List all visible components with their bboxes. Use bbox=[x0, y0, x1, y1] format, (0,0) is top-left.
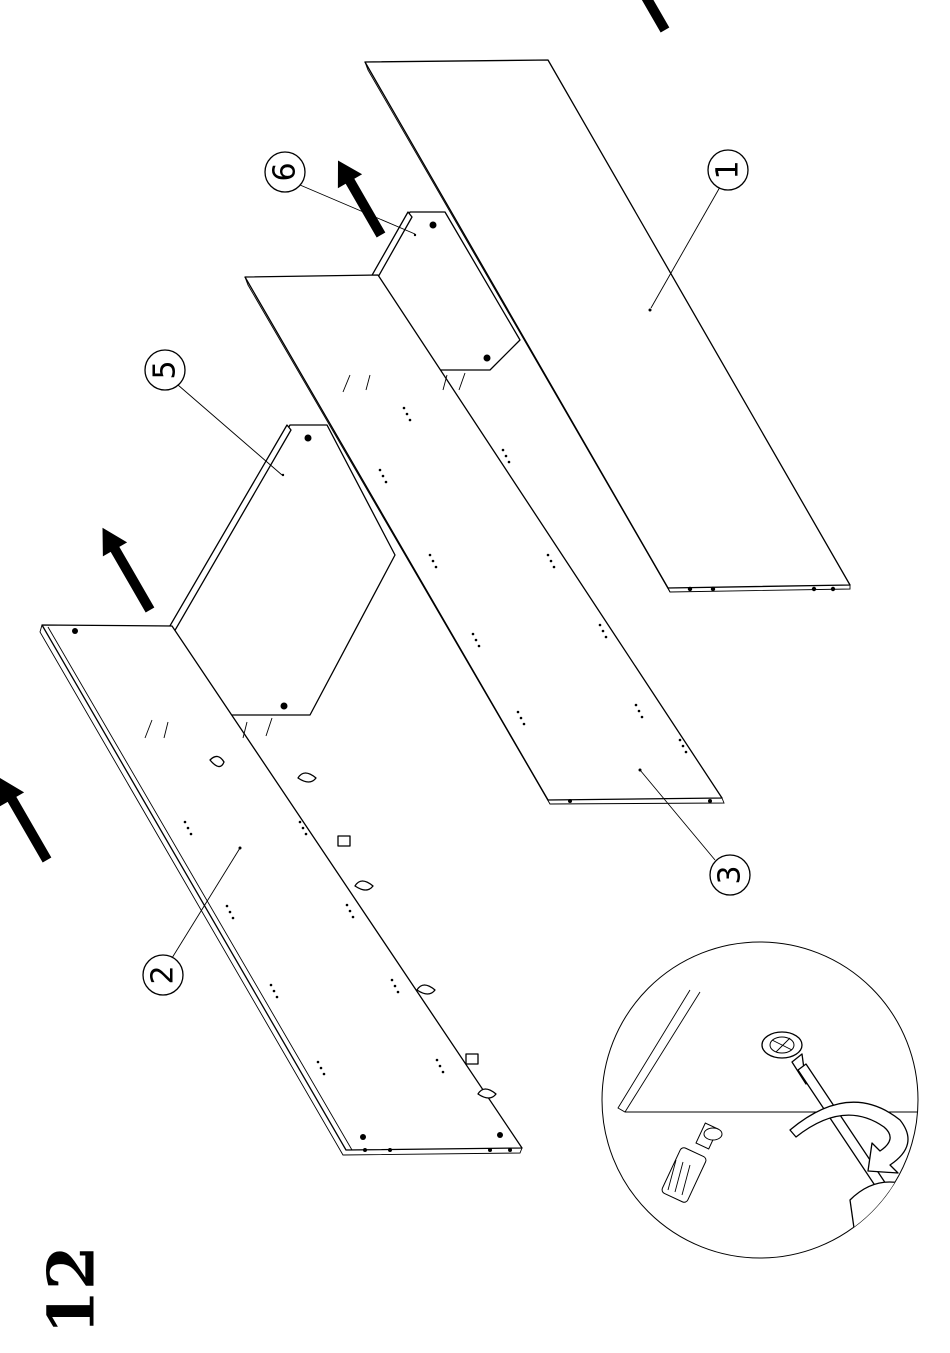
drill-hole bbox=[508, 461, 511, 464]
drill-hole bbox=[439, 1065, 442, 1068]
drill-hole bbox=[641, 716, 644, 719]
callout-label-2: 2 bbox=[146, 965, 181, 984]
drill-hole bbox=[602, 630, 605, 633]
drill-hole bbox=[429, 554, 432, 557]
drill-hole bbox=[599, 624, 602, 627]
detail-inset bbox=[602, 942, 940, 1270]
drill-hole bbox=[273, 990, 276, 993]
drill-hole bbox=[299, 821, 302, 824]
drill-hole bbox=[523, 723, 526, 726]
drill-hole bbox=[475, 639, 478, 642]
drill-hole bbox=[320, 1067, 323, 1070]
drill-hole bbox=[472, 633, 475, 636]
drill-hole bbox=[391, 979, 394, 982]
drill-hole bbox=[502, 449, 505, 452]
drill-hole bbox=[382, 475, 385, 478]
callout-label-1: 1 bbox=[711, 160, 746, 179]
drill-hole bbox=[520, 717, 523, 720]
drill-hole bbox=[638, 710, 641, 713]
drill-hole bbox=[550, 560, 553, 563]
drill-hole bbox=[547, 554, 550, 557]
drill-hole bbox=[442, 1071, 445, 1074]
drill-hole bbox=[397, 991, 400, 994]
drill-hole bbox=[305, 833, 308, 836]
drill-hole bbox=[187, 827, 190, 830]
drill-hole bbox=[436, 1059, 439, 1062]
drill-hole bbox=[406, 413, 409, 416]
drill-hole bbox=[184, 821, 187, 824]
drill-hole bbox=[229, 911, 232, 914]
cam-bolt-icon bbox=[762, 1032, 802, 1058]
drill-hole bbox=[394, 985, 397, 988]
drill-hole bbox=[685, 751, 688, 754]
drill-hole bbox=[317, 1061, 320, 1064]
drill-hole bbox=[226, 905, 229, 908]
step-number-label: 12 bbox=[35, 1245, 110, 1334]
drill-hole bbox=[605, 636, 608, 639]
step-number: 12 bbox=[35, 1245, 110, 1334]
drill-hole bbox=[270, 984, 273, 987]
drill-hole bbox=[379, 469, 382, 472]
drill-hole bbox=[478, 645, 481, 648]
drill-hole bbox=[323, 1073, 326, 1076]
drill-hole bbox=[553, 566, 556, 569]
drill-hole bbox=[409, 419, 412, 422]
drill-hole bbox=[432, 560, 435, 563]
drill-hole bbox=[385, 481, 388, 484]
callout-label-3: 3 bbox=[713, 865, 748, 884]
drill-hole bbox=[505, 455, 508, 458]
drill-hole bbox=[302, 827, 305, 830]
drill-hole bbox=[403, 407, 406, 410]
drill-hole bbox=[435, 566, 438, 569]
drill-hole bbox=[635, 704, 638, 707]
callout-label-6: 6 bbox=[268, 162, 303, 181]
drill-hole bbox=[232, 917, 235, 920]
drill-hole bbox=[682, 745, 685, 748]
drill-hole bbox=[349, 910, 352, 913]
drill-hole bbox=[679, 739, 682, 742]
drill-hole bbox=[346, 904, 349, 907]
drill-hole bbox=[517, 711, 520, 714]
drill-hole bbox=[276, 996, 279, 999]
drill-hole bbox=[190, 833, 193, 836]
callout-label-5: 5 bbox=[148, 360, 183, 379]
callout-5: 5 bbox=[145, 350, 282, 475]
drill-hole bbox=[352, 916, 355, 919]
